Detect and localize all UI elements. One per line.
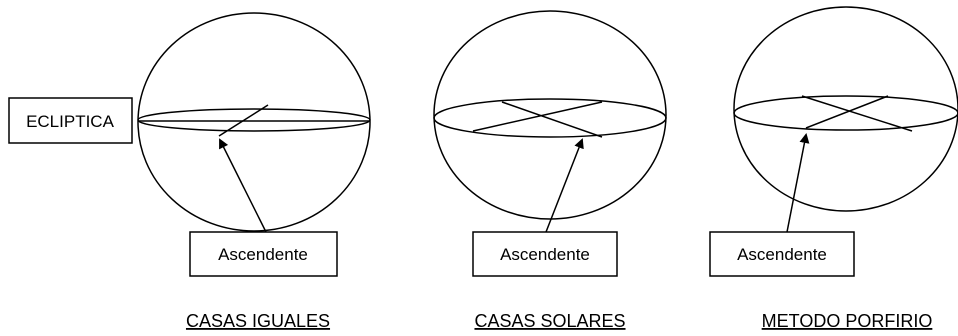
ecliptica-label-box	[8, 97, 133, 144]
ascendente-label-box	[472, 231, 618, 277]
ascendant-arrow	[219, 138, 267, 233]
house-line	[472, 101, 603, 132]
celestial-sphere	[137, 12, 371, 232]
ascendente-label-box	[709, 231, 855, 277]
ecliptic-plane	[137, 108, 371, 132]
celestial-sphere	[733, 6, 958, 212]
casas-solares-diagram: Ascendente CASAS SOLARES	[433, 10, 667, 331]
ecliptic-plane	[433, 98, 667, 138]
caption-casas-solares: CASAS SOLARES	[474, 311, 625, 331]
ascendant-arrow	[786, 133, 810, 233]
ascendente-label: Ascendente	[218, 245, 308, 264]
ascendente-label: Ascendente	[500, 245, 590, 264]
metodo-porfirio-diagram: Ascendente METODO PORFIRIO	[709, 6, 958, 331]
house-line	[218, 104, 269, 137]
ecliptica-label: ECLIPTICA	[26, 112, 115, 131]
ecliptic-plane	[733, 95, 958, 131]
ascendente-label: Ascendente	[737, 245, 827, 264]
caption-metodo-porfirio: METODO PORFIRIO	[762, 311, 933, 331]
casas-iguales-diagram: ECLIPTICA Ascendente CASAS IGUALES	[8, 12, 371, 331]
caption-casas-iguales: CASAS IGUALES	[186, 311, 330, 331]
house-line	[805, 95, 889, 129]
ascendant-arrow	[545, 138, 584, 233]
house-line	[501, 101, 603, 138]
house-line	[801, 95, 913, 132]
celestial-sphere	[433, 10, 667, 220]
ascendente-label-box	[189, 231, 338, 277]
